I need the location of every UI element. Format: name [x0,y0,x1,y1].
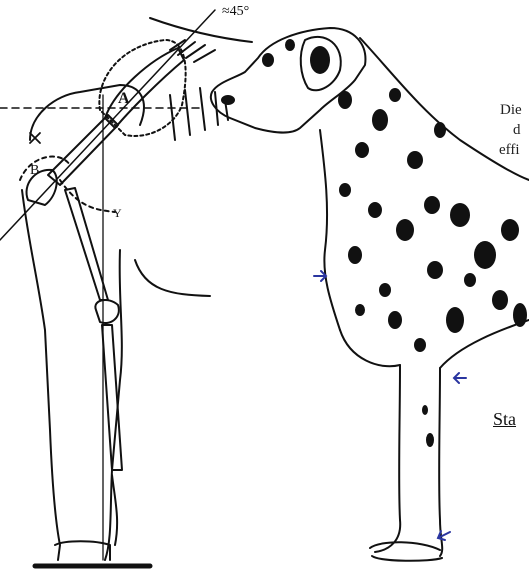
arrow-elbow [454,373,466,383]
side-text-line2: d [513,122,521,139]
point-b-label: B [30,163,39,179]
withers-arc [150,18,252,42]
angle-label: ≈45° [222,4,249,20]
forelimb-contour-front [22,190,60,560]
pastern [112,475,117,545]
dog-chest [340,330,400,366]
dashed-y [60,180,115,212]
side-heading: Sta [493,409,516,430]
dalmatian-spots [221,39,527,447]
blue-arrow-icon [314,271,466,540]
side-text-line3: effi [499,142,520,159]
arrow-foot [438,531,450,540]
rib-lines [170,88,228,140]
dog-neck-front [320,130,340,330]
point-a-label: A [118,90,130,108]
side-text-line1: Die [500,102,522,119]
body-outline [135,260,210,296]
dog-foreleg-front [375,365,400,552]
dog-foreleg-back [439,368,442,556]
dalmatian-illustration [211,28,529,561]
foot [55,541,110,560]
point-y-label: Y [113,206,122,221]
x-mark [30,133,40,143]
knee-joint [95,300,118,323]
